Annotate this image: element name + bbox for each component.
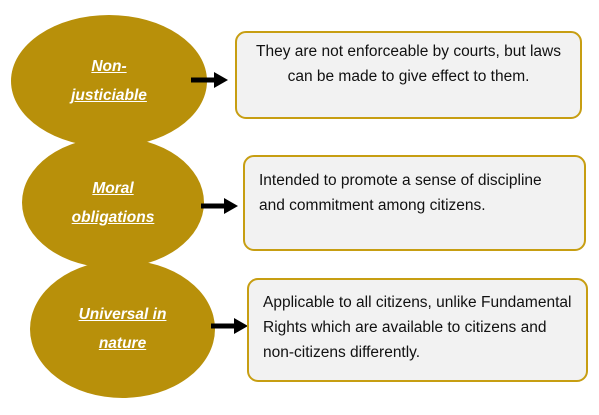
description-text: Intended to promote a sense of disciplin… <box>259 172 542 214</box>
arrow-right-icon <box>201 198 238 214</box>
ellipse-universal-in-nature: Universal in nature <box>30 260 215 398</box>
description-box-moral-obligations: Intended to promote a sense of disciplin… <box>243 155 586 251</box>
description-box-non-justiciable: They are not enforceable by courts, but … <box>235 31 582 119</box>
arrow-right-icon <box>191 72 228 88</box>
description-text: They are not enforceable by courts, but … <box>256 43 561 85</box>
term-line: nature <box>98 335 147 352</box>
description-text: Applicable to all citizens, unlike Funda… <box>263 294 572 361</box>
arrow-right-icon <box>211 318 248 334</box>
term-line: obligations <box>71 208 155 226</box>
term-line: Universal in <box>78 306 167 323</box>
ellipse-moral-obligations: Moral obligations <box>22 137 204 268</box>
term-line: Non- <box>91 58 127 75</box>
term-line: justiciable <box>71 87 147 104</box>
description-box-universal-in-nature: Applicable to all citizens, unlike Funda… <box>247 278 588 382</box>
term-label-moral-obligations: Moral obligations <box>72 174 155 232</box>
term-label-universal-in-nature: Universal in nature <box>79 300 167 358</box>
term-line: Moral <box>92 179 134 197</box>
term-label-non-justiciable: Non- justiciable <box>71 52 147 110</box>
ellipse-non-justiciable: Non- justiciable <box>11 15 207 147</box>
